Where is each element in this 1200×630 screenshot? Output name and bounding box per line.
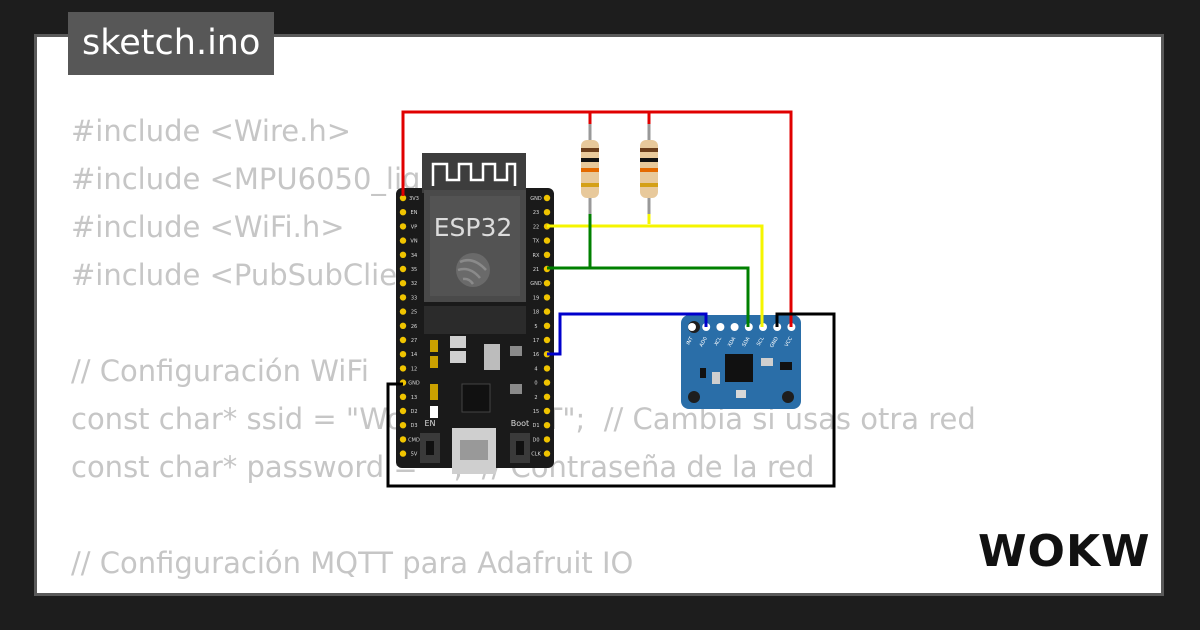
code-line: #include <MPU6050_light.h> — [71, 162, 503, 196]
code-line: const char* mqtt_server = "io.adafruit.c… — [71, 587, 976, 593]
code-preview: #include <Wire.h> #include <MPU6050_light… — [71, 107, 976, 593]
code-line: #include <Wire.h> — [71, 114, 352, 148]
svg-text:WOKWI: WOKWI — [978, 526, 1152, 577]
wokwi-logo: WOKWI — [978, 526, 1152, 577]
code-line: const char* ssid = "Wokwi-GUEST"; // Cam… — [71, 402, 976, 436]
code-line — [71, 491, 976, 539]
code-line: #include <PubSubClient.h> — [71, 258, 479, 292]
code-line: #include <WiFi.h> — [71, 210, 345, 244]
file-tab[interactable]: sketch.ino — [68, 12, 275, 75]
code-line: const char* password = ""; // Contraseña… — [71, 450, 815, 484]
project-preview-card: #include <Wire.h> #include <MPU6050_light… — [34, 34, 1164, 596]
code-line: // Configuración WiFi — [71, 354, 369, 388]
code-line — [71, 299, 976, 347]
code-line: // Configuración MQTT para Adafruit IO — [71, 546, 634, 580]
